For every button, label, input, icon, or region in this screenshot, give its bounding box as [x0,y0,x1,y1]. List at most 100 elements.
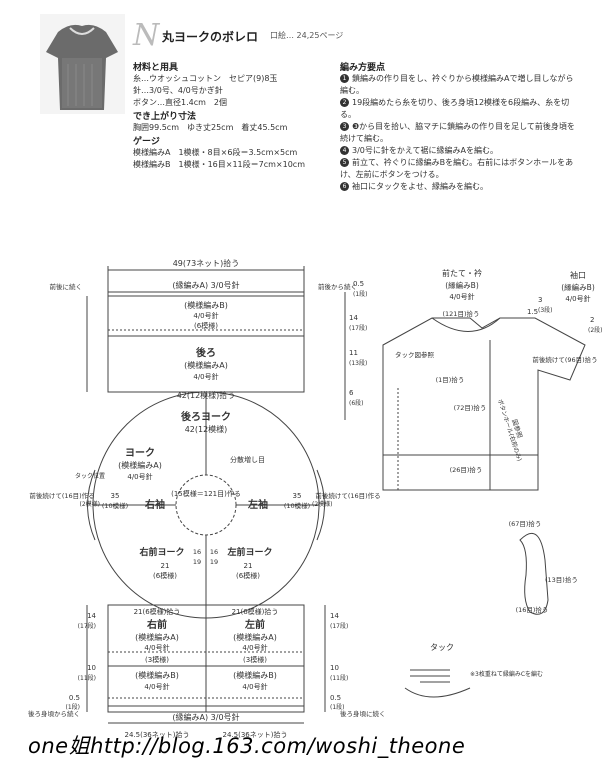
front-dim: 10 [87,664,96,672]
step-text: 袖口にタックをよせ、縁編みを編む。 [352,182,488,191]
lf-pattern-a: (模様編みA) [233,632,277,642]
cuff-label: 袖口 [570,270,586,280]
cuff-pick-13: (13目)拾う [545,575,578,584]
button-pick-1: (1目)拾う [436,375,465,384]
back-six-pattern: (6模様) [194,321,218,330]
materials-heading: 材料と用具 [133,63,179,73]
tuck-label: タック [430,643,454,652]
v-dim: 16 [193,548,201,556]
size-line: 胸囲99.5cm ゆき丈25cm 着丈45.5cm [133,123,288,132]
pattern-letter: N [133,18,159,53]
sleeve-dim: 35 [111,492,120,500]
step-number: 6 [340,182,349,191]
step-text: 19段編めたら糸を切り、後ろ身頃12模様を6段編み、糸を切る。 [340,98,570,119]
sleeve-dim: 35 [293,492,302,500]
materials-line: ボタン…直径1.4cm 2個 [133,98,228,107]
center-cast-on: (15模様＝121目)作る [171,489,241,498]
watermark: one姐http://blog.163.com/woshi_theone [28,734,466,758]
step-number: 4 [340,146,349,155]
front-dim: 14 [87,612,96,620]
continue-front: 前後に続く [50,282,83,291]
hem-edge-label: (縁編みA) 3/0号針 [172,280,239,290]
yoke-pattern: (模様編みA) [118,460,162,470]
right-front-yoke-label: 右前ヨーク [138,546,184,558]
right-continue: 前後続けて(16目)作る [315,491,380,500]
cuff-needle: 4/0号針 [565,294,590,303]
buttonhole-ref: 図参照 [510,418,525,440]
side-dim: 11 [349,349,358,357]
increase-note: 分散増し目 [230,455,265,464]
product-photo [40,14,125,114]
cuff-pick: 前後続けて(96目)拾う [532,355,597,364]
step-text: ❸から目を拾い、脇マチに鎖編みの作り目を足して前後身頃を続けて編む。 [340,122,575,143]
left-front-label: 左前 [244,618,265,631]
back-pattern-b: (模様編みB) [184,300,228,310]
yoke-label: ヨーク [125,447,155,459]
cuff-dim: 2 [590,316,594,324]
step-number: 3 [340,122,349,131]
front-dim: (11段) [330,674,348,682]
back-needle: 4/0号針 [193,311,218,320]
bolero-photo-illustration [46,24,118,110]
hem-bottom: (縁編みA) 3/0号針 [172,712,239,722]
front-dim: (1段) [66,703,81,711]
step-number: 1 [340,74,349,83]
rf-pattern: (6模様) [153,571,177,580]
step-number: 2 [340,98,349,107]
top-width: 49(73ネット)拾う [173,258,240,268]
page-title: 丸ヨークのボレロ [162,30,259,44]
side-dim: (17段) [349,324,367,332]
right-sleeve-label: 右袖 [144,498,165,511]
lf-needle: 4/0号針 [242,643,267,652]
cuff-pattern: (縁編みB) [561,282,595,292]
front-dim: 0.5 [69,694,80,702]
tuck-reference: タック図参照 [395,350,435,359]
step-text: 3/0号に針をかえて裾に縁編みAを編む。 [352,146,498,155]
neck-dim: (3段) [538,306,553,314]
front-dim: (17段) [330,622,348,630]
left-sleeve-label: 左袖 [247,498,268,511]
side-dim: (13段) [349,359,367,367]
neck-label: 前たて・衿 [442,268,482,278]
v-dim: 16 [210,548,218,556]
buttonhole-note: ボタンホール(右前のみ) [496,398,524,462]
rf-pattern-a: (模様編みA) [135,632,179,642]
front-pick-right: 21(6模様)拾う [134,607,181,616]
side-dim: (1段) [353,290,368,298]
step-text: 前立て、衿ぐりに縁編みBを編む。右前にはボタンホールをあけ、左前にボタンをつける… [340,158,574,179]
lf-pattern: (6模様) [236,571,260,580]
back-needle-2: 4/0号針 [193,372,218,381]
lf-pattern-b: (模様編みB) [233,670,277,680]
button-pick-72: (72目)拾う [454,403,487,412]
rf-needle-b: 4/0号針 [144,682,169,691]
materials-line: 針…3/0号、4/0号かぎ針 [133,86,223,95]
page-reference: 口絵… 24,25ページ [270,31,344,40]
cuff-dim: (2段) [588,326,603,334]
side-dim: 14 [349,314,358,322]
rf-needle: 4/0号針 [144,643,169,652]
front-dim: (11段) [78,674,96,682]
continue-from-back: 後ろ身頃から続く [28,709,80,718]
front-dim: (1段) [330,703,345,711]
front-dim: (17段) [78,622,96,630]
gauge-line: 模様編みB 1模様・16目×11段＝7cm×10cm [133,160,305,169]
continue-back: 前後から続く [318,282,357,291]
materials-section: 材料と用具 糸…ウオッシュコットン セピア(9)8玉 針…3/0号、4/0号かぎ… [133,60,305,171]
lf-3pat: (3模様) [243,655,267,664]
back-label: 後ろ [196,346,216,359]
materials-line: 糸…ウオッシュコットン セピア(9)8玉 [133,74,278,83]
tuck-description: ※3枚重ねて縁編みCを編む [470,670,543,678]
side-pattern-count: (2模様) [80,500,101,508]
side-dim: (6段) [349,399,364,407]
size-heading: でき上がり寸法 [133,112,197,122]
back-yoke-width: 42(12模様) [185,424,228,434]
v-dim: 19 [210,558,218,566]
cuff-pick-67: (67目)拾う [509,519,542,528]
lf-count: 21 [244,562,253,570]
neck-pattern: (縁編みB) [445,280,479,290]
